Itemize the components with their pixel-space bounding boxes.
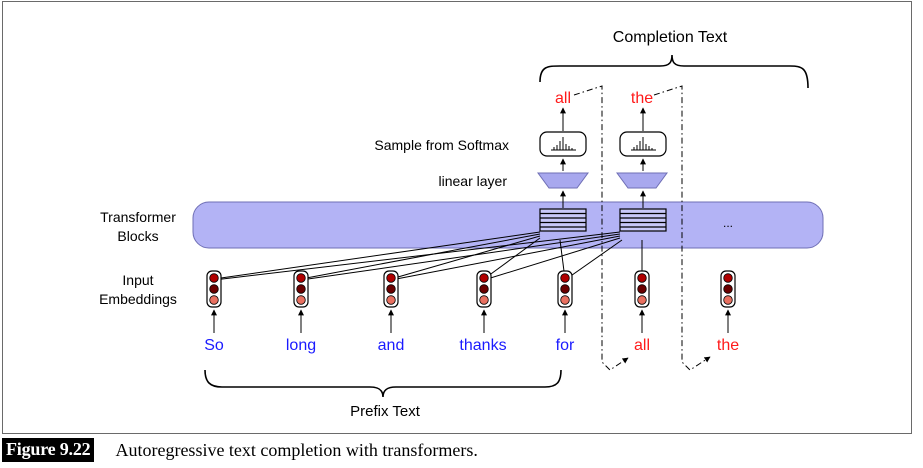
- linear-layer-2: [616, 172, 668, 189]
- prefix-words: So long and thanks for: [204, 337, 575, 354]
- prefix-word: thanks: [459, 337, 506, 354]
- stack-block-2: [619, 208, 667, 232]
- prefix-word: long: [286, 337, 316, 354]
- histogram-icon: [631, 137, 656, 151]
- softmax-box-1: [539, 131, 587, 157]
- input-embeddings: [206, 270, 736, 308]
- linear-layer-label: linear layer: [439, 173, 508, 189]
- completion-output-word: all: [555, 90, 571, 107]
- embedding-vector-icon: [557, 270, 573, 308]
- completion-text-label: Completion Text: [613, 29, 728, 46]
- embedding-vector-icon: [206, 270, 222, 308]
- embedding-vector-icon: [383, 270, 399, 308]
- completion-brace: [539, 54, 809, 89]
- completion-output-word: the: [631, 90, 653, 107]
- diagram: Completion Text ... Transformer Blocks I…: [99, 29, 824, 420]
- sample-from-softmax-label: Sample from Softmax: [374, 137, 509, 153]
- ellipsis-label: ...: [723, 216, 733, 230]
- completion-output-words: all the: [555, 90, 653, 107]
- embedding-vector-icon: [634, 270, 650, 308]
- feedback-dashed-paths: [573, 85, 711, 371]
- caption-label: Figure 9.22: [2, 438, 95, 462]
- word-to-embedding-arrows: [211, 309, 731, 333]
- transformer-blocks-label-line2: Blocks: [117, 228, 158, 244]
- histogram-icon: [551, 137, 576, 151]
- prefix-word: for: [556, 337, 575, 354]
- embedding-vector-icon: [476, 270, 492, 308]
- stack-block-1: [539, 208, 587, 232]
- linear-layer-1: [537, 172, 589, 189]
- completion-input-word: all: [634, 337, 650, 354]
- input-embeddings-label-line1: Input: [122, 272, 153, 288]
- input-embeddings-label-line2: Embeddings: [99, 291, 177, 307]
- column-arrows: [560, 107, 646, 208]
- transformer-blocks-label-line1: Transformer: [100, 209, 176, 225]
- prefix-brace: [204, 369, 562, 398]
- completion-input-word: the: [717, 337, 739, 354]
- embedding-vector-icon: [720, 270, 736, 308]
- caption-text: Autoregressive text completion with tran…: [115, 439, 478, 460]
- completion-input-words: all the: [634, 337, 739, 354]
- softmax-box-2: [619, 131, 667, 157]
- prefix-word: and: [378, 337, 405, 354]
- embedding-vector-icon: [293, 270, 309, 308]
- prefix-text-label: Prefix Text: [350, 403, 421, 420]
- prefix-word: So: [204, 337, 224, 354]
- caption: Figure 9.22 Autoregressive text completi…: [2, 437, 478, 463]
